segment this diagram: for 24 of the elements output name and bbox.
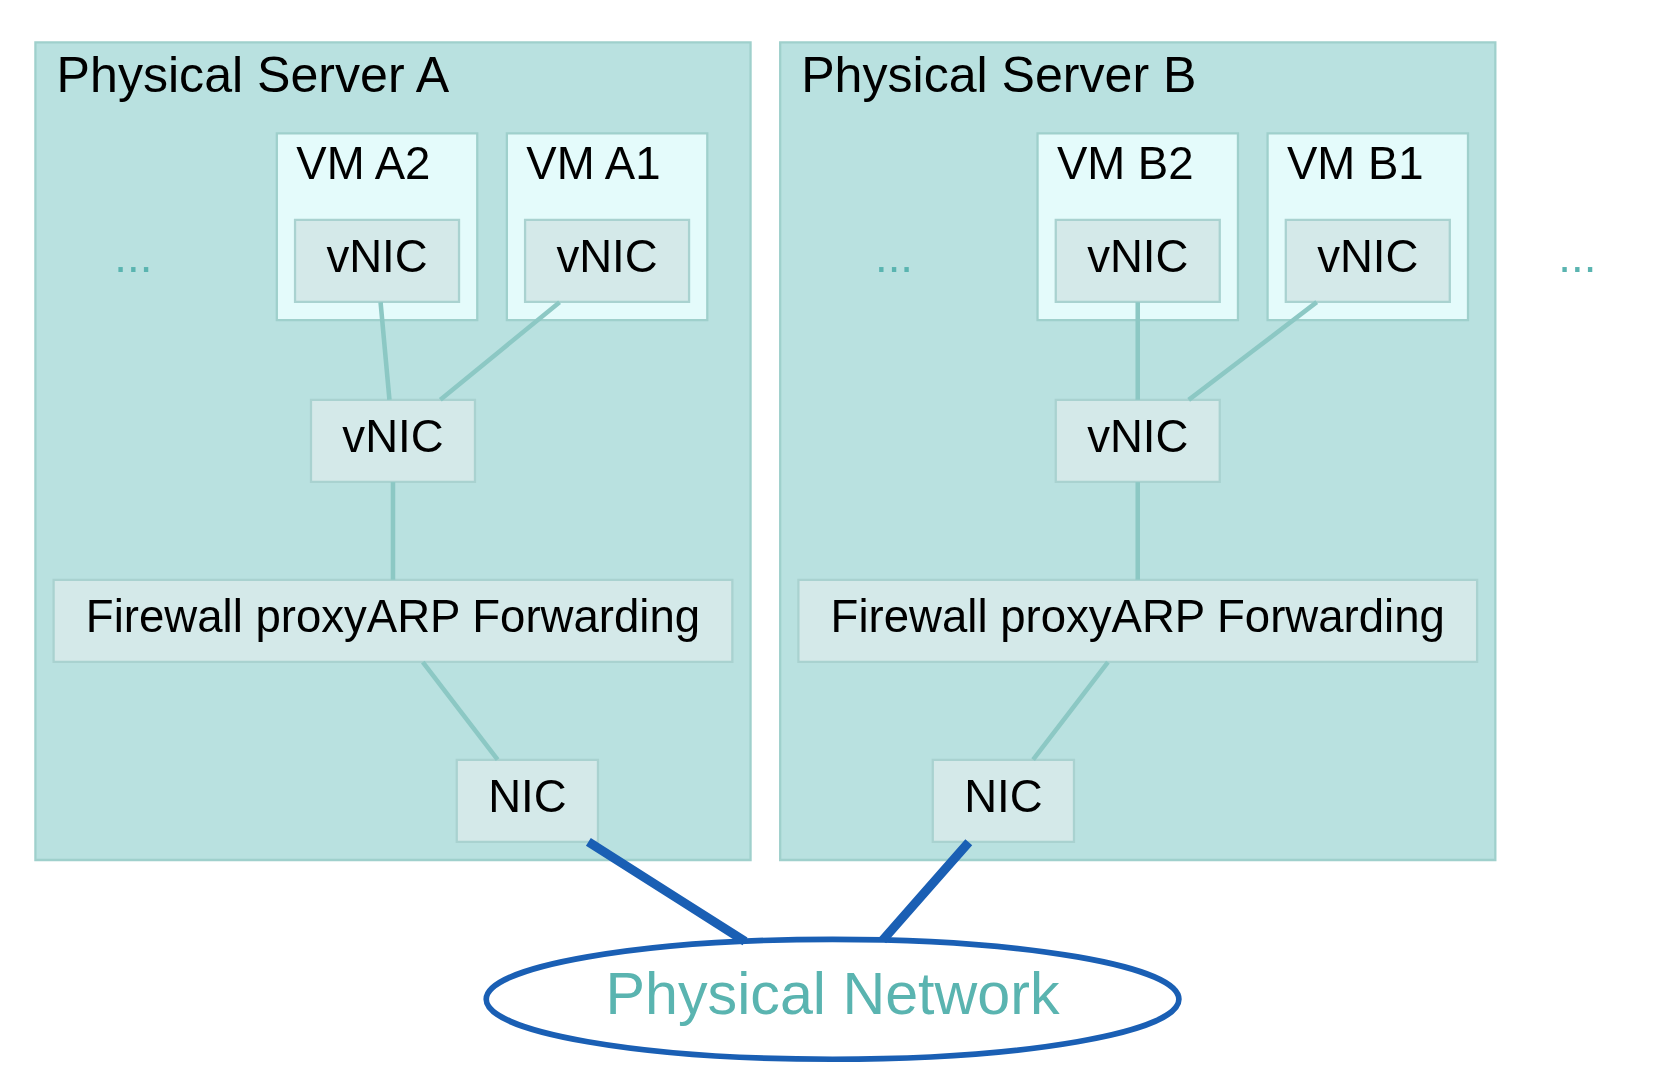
node-box: vNIC bbox=[523, 218, 691, 304]
label: ... bbox=[114, 231, 153, 283]
connector bbox=[378, 301, 392, 401]
node-ellipse: Physical Network bbox=[483, 936, 1182, 1063]
node-box: vNIC bbox=[1054, 218, 1221, 304]
label: ... bbox=[875, 231, 914, 283]
connector bbox=[879, 839, 973, 944]
label: ... bbox=[1558, 231, 1597, 283]
connector bbox=[1187, 300, 1319, 402]
node-box: vNIC bbox=[293, 218, 461, 304]
node-box: vNIC bbox=[1054, 398, 1221, 484]
node-box: vNIC bbox=[309, 398, 477, 484]
node-box: Firewall proxyARP Forwarding bbox=[797, 578, 1479, 663]
node-box: Firewall proxyARP Forwarding bbox=[52, 578, 734, 663]
connector bbox=[585, 838, 748, 946]
connector bbox=[1135, 482, 1141, 580]
connector bbox=[390, 482, 396, 580]
connector bbox=[420, 660, 500, 762]
connector bbox=[438, 300, 561, 402]
node-box: NIC bbox=[931, 758, 1076, 843]
node-box: vNIC bbox=[1284, 218, 1451, 304]
connector bbox=[1031, 660, 1110, 762]
connector bbox=[1135, 302, 1141, 400]
node-box: NIC bbox=[455, 758, 600, 843]
